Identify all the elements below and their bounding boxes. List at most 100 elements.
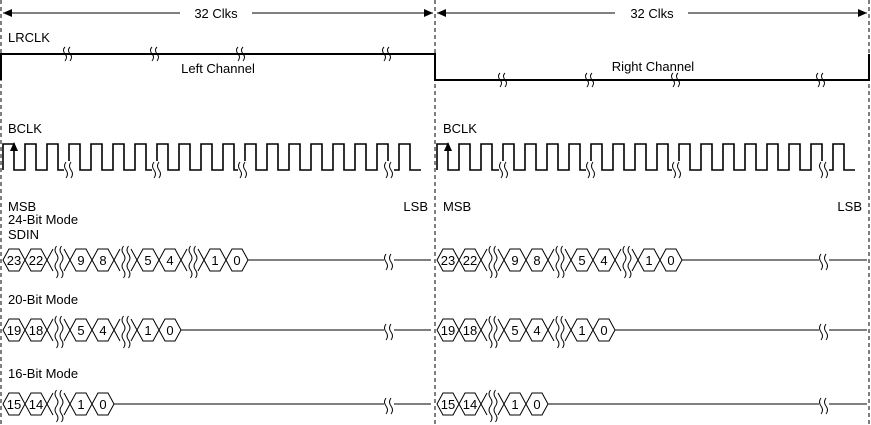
sdin-break-mark: [555, 261, 565, 279]
sdin-bit-value: 5: [511, 323, 518, 338]
lrclk-break-mark: [382, 46, 391, 62]
right-span-label: 32 Clks: [630, 6, 674, 21]
sdin-bit-value: 5: [578, 253, 585, 268]
sdin-bit-value: 8: [533, 253, 540, 268]
sdin-break-mark: [54, 245, 64, 263]
sdin-bus-edge: [46, 392, 71, 416]
lrclk-break-mark: [671, 72, 680, 88]
lrclk-break-mark: [236, 46, 245, 62]
msb-label-right: MSB: [443, 199, 471, 214]
sdin-idle-break-mark: [384, 397, 393, 415]
sdin-bit-value: 18: [29, 323, 43, 338]
left-channel-label: Left Channel: [181, 61, 255, 76]
sdin-break-mark: [488, 405, 498, 423]
sdin-bit-value: 23: [7, 253, 21, 268]
bclk-waveform-right: [436, 143, 855, 171]
lrclk-signal-label: LRCLK: [8, 30, 50, 45]
sdin-bit-value: 1: [77, 397, 84, 412]
sdin-bit-value: 4: [600, 253, 607, 268]
sdin-bit-value: 4: [99, 323, 106, 338]
sdin-break-mark: [121, 331, 131, 349]
sdin-bit-value: 4: [166, 253, 173, 268]
sdin-bit-value: 14: [29, 397, 43, 412]
bclk-label-right: BCLK: [443, 121, 477, 136]
sdin-idle-gap: [384, 254, 394, 266]
sdin-break-mark: [622, 261, 632, 279]
sdin-bus-edge: [46, 248, 71, 272]
clock-span-dimensions: [3, 9, 867, 17]
sdin-break-mark: [488, 331, 498, 349]
lrclk-break-mark: [63, 46, 72, 62]
sdin-break-mark: [488, 315, 498, 333]
sdin-idle-break-mark: [384, 253, 393, 271]
bclk-break-gap: [586, 161, 596, 177]
sdin-bit-value: 0: [166, 323, 173, 338]
sdin-break-mark: [555, 245, 565, 263]
msb-label-left: MSB: [8, 199, 36, 214]
sdin-bus-edge: [180, 248, 205, 272]
sdin-bit-value: 18: [463, 323, 477, 338]
sdin-bus-edge: [547, 318, 572, 342]
sdin-idle-gap: [384, 398, 394, 410]
sdin-bit-value: 1: [578, 323, 585, 338]
bclk-break-mark: [586, 161, 595, 179]
right-channel-label: Right Channel: [612, 59, 694, 74]
bclk-break-gap: [819, 161, 829, 177]
lsb-label-right: LSB: [837, 199, 862, 214]
sdin-bit-value: 23: [441, 253, 455, 268]
sdin-bit-value: 1: [511, 397, 518, 412]
bclk-break-mark: [819, 161, 828, 179]
sdin-label: SDIN: [8, 227, 39, 242]
sdin-bus-edge: [113, 318, 138, 342]
bclk-break-mark: [384, 161, 393, 179]
left-span-arrow-start: [3, 9, 12, 17]
sdin-bus-edge: [113, 248, 138, 272]
sdin-bit-value: 8: [99, 253, 106, 268]
left-span-label: 32 Clks: [194, 6, 238, 21]
sdin-bit-value: 0: [99, 397, 106, 412]
bclk-break-mark: [64, 161, 73, 179]
sdin-bit-value: 0: [667, 253, 674, 268]
sdin-bit-value: 1: [645, 253, 652, 268]
sdin-bit-value: 19: [441, 323, 455, 338]
sdin-bus-edge: [480, 248, 505, 272]
sdin-idle-gap: [384, 324, 394, 336]
lrclk-break-mark: [816, 72, 825, 88]
sdin-break-mark: [54, 389, 64, 407]
sdin-idle-break-mark: [819, 397, 828, 415]
bclk-break-gap: [152, 161, 162, 177]
lsb-label-left: LSB: [403, 199, 428, 214]
sdin-bit-value: 22: [463, 253, 477, 268]
sdin-break-mark: [54, 405, 64, 423]
sdin-break-mark: [488, 261, 498, 279]
sdin-break-mark: [121, 261, 131, 279]
lrclk-break-marks: [63, 46, 825, 88]
sdin-break-mark: [54, 315, 64, 333]
sdin-bit-value: 1: [144, 323, 151, 338]
bclk-break-mark: [238, 161, 247, 179]
bclk-break-mark: [672, 161, 681, 179]
sdin-break-mark: [488, 389, 498, 407]
right-span-arrow-start: [437, 9, 446, 17]
left-span-arrow-end: [424, 9, 433, 17]
sdin-break-mark: [54, 261, 64, 279]
sdin-break-mark: [188, 261, 198, 279]
bclk-break-mark: [499, 161, 508, 179]
lrclk-break-mark: [150, 46, 159, 62]
sdin-idle-gap: [819, 254, 829, 266]
sdin-idle-gap: [819, 398, 829, 410]
bclk-rising-edge-arrow-left: [10, 142, 18, 151]
sdin-bit-value: 14: [463, 397, 477, 412]
sdin-break-mark: [488, 245, 498, 263]
mode-label-24bit: 24-Bit Mode: [8, 212, 78, 227]
mode-label-16bit: 16-Bit Mode: [8, 366, 78, 381]
sdin-bit-value: 15: [441, 397, 455, 412]
sdin-bus-edge: [480, 392, 505, 416]
sdin-idle-break-mark: [819, 253, 828, 271]
sdin-bit-value: 4: [533, 323, 540, 338]
bclk-break-gap: [499, 161, 509, 177]
lrclk-break-mark: [585, 72, 594, 88]
bclk-break-gap: [384, 161, 394, 177]
